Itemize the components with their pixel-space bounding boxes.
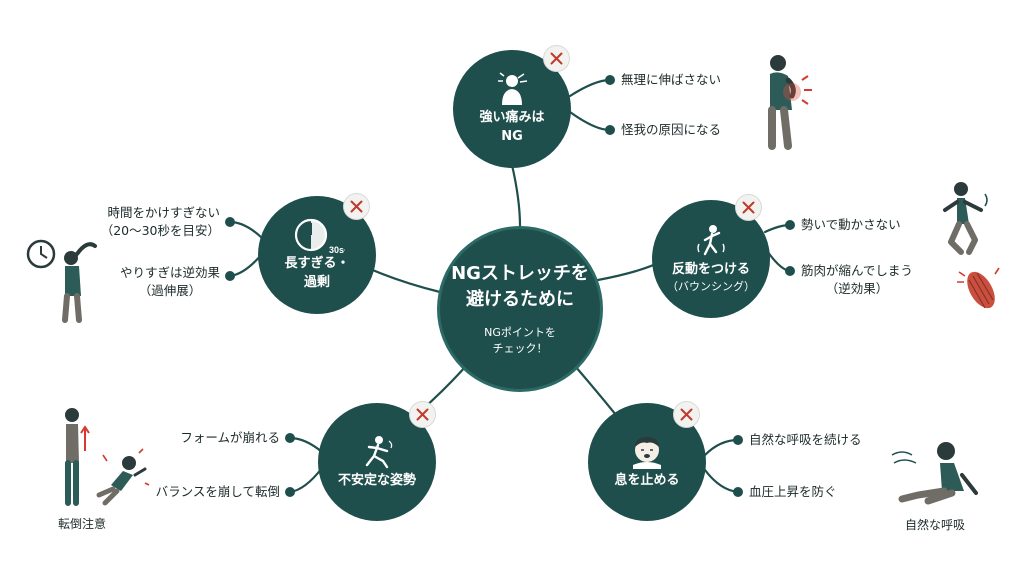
- timer-label: 30s+: [329, 245, 345, 255]
- bouncing-person-icon: [691, 224, 731, 258]
- ng-x-icon: [735, 194, 762, 221]
- muscle-cramp-illustration: [955, 262, 1003, 318]
- node-bouncing-label: 反動をつける: [671, 262, 750, 277]
- leaf-prevent-bp-rise: 血圧上昇を防ぐ: [749, 484, 837, 499]
- center-title: NGストレッチを 避けるために: [451, 263, 589, 310]
- ng-x-icon: [543, 45, 570, 72]
- clock-stretching-person-illustration: [25, 228, 105, 327]
- node-unstable-posture-label: 不安定な姿勢: [337, 472, 416, 488]
- node-holding-breath-label: 息を止める: [614, 472, 680, 488]
- person-neck-pain-icon: [490, 72, 534, 106]
- ng-x-icon: [409, 401, 436, 428]
- node-bouncing-sublabel: （バウンシング）: [667, 280, 755, 293]
- center-node: NGストレッチを 避けるために NGポイントを チェック！: [437, 226, 603, 392]
- caption-natural-breathing: 自然な呼吸: [905, 518, 966, 532]
- leaf-keep-breathing: 自然な呼吸を続ける: [749, 432, 862, 447]
- back-pain-person-illustration: [752, 52, 822, 156]
- timer-icon: 30s+: [289, 218, 345, 255]
- node-too-long-label: 長すぎる・ 過剰: [284, 256, 350, 290]
- leaf-overdoing-counterproductive: やりすぎは逆効果 （過伸展）: [119, 265, 220, 298]
- ng-x-icon: [343, 193, 370, 220]
- slipping-person-icon: [357, 435, 397, 469]
- leaf-no-momentum: 勢いで動かさない: [801, 217, 901, 232]
- leaf-injury-cause: 怪我の原因になる: [621, 122, 722, 137]
- ng-x-icon: [673, 401, 700, 428]
- leaf-no-forced-stretch: 無理に伸ばさない: [621, 72, 722, 87]
- relaxed-breathing-person-illustration: [890, 435, 990, 514]
- node-strong-pain-label: 強い痛みは NG: [479, 110, 545, 144]
- center-subtitle: NGポイントを チェック！: [484, 326, 556, 355]
- leaf-muscle-contracts: 筋肉が縮んでしまう （逆効果）: [801, 263, 913, 296]
- jumping-person-illustration: [935, 180, 995, 262]
- falling-person-illustration: [55, 405, 150, 514]
- holding-breath-face-icon: [627, 435, 667, 469]
- leaf-dont-take-too-long: 時間をかけすぎない （20〜30秒を目安）: [100, 205, 220, 238]
- leaf-lose-balance-fall: バランスを崩して転倒: [155, 484, 280, 499]
- leaf-form-breaks: フォームが崩れる: [180, 430, 280, 445]
- caption-fall-caution: 転倒注意: [58, 517, 107, 531]
